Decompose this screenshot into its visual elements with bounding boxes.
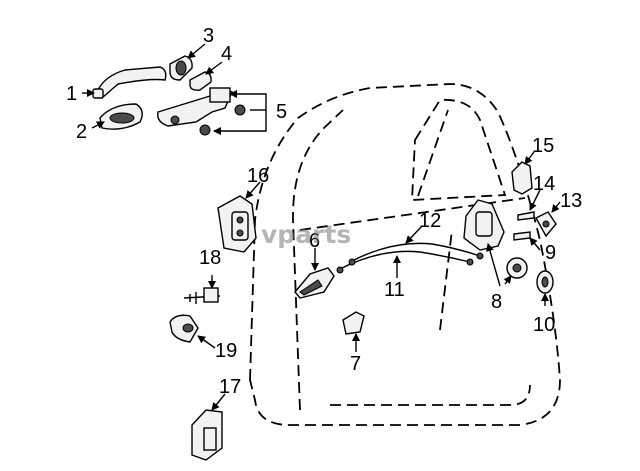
callout-8: 8 <box>491 291 502 313</box>
inside-handle-part <box>294 267 335 299</box>
outside-handle-part <box>92 66 167 99</box>
callout-10: 10 <box>533 314 555 336</box>
watermark-logo: vparts <box>261 220 351 249</box>
callout-13: 13 <box>560 190 582 212</box>
lock-cover-part <box>511 161 533 195</box>
handle-pad-part <box>99 103 143 130</box>
callout-4: 4 <box>221 43 232 65</box>
door-bumper-part <box>169 314 199 343</box>
watermark-text: vparts <box>261 220 351 249</box>
grommet-part <box>506 257 528 279</box>
callout-19: 19 <box>215 340 237 362</box>
callout-18: 18 <box>199 247 221 269</box>
callout-17: 17 <box>219 376 241 398</box>
striker-screw-part <box>513 211 535 241</box>
callout-7: 7 <box>350 353 361 375</box>
callout-1: 1 <box>66 83 77 105</box>
callout-12: 12 <box>419 210 441 232</box>
lock-knob-part <box>342 311 365 335</box>
callout-3: 3 <box>203 25 214 47</box>
callout-6: 6 <box>309 230 320 252</box>
leader-lines <box>82 43 561 411</box>
handle-frame-part <box>157 87 246 136</box>
upper-hinge-part <box>217 195 257 253</box>
lower-hinge-part <box>191 409 223 461</box>
screw-part-upper <box>234 104 246 116</box>
callout-9: 9 <box>545 242 556 264</box>
callout-5: 5 <box>276 101 287 123</box>
callout-14: 14 <box>533 173 555 195</box>
door-check-part <box>183 287 221 304</box>
control-cables-part <box>336 242 484 274</box>
door-outline <box>249 83 561 426</box>
handle-cap-part <box>169 55 193 81</box>
screw-part-lower <box>199 124 211 136</box>
callout-numbers: 1 2 3 4 5 6 7 8 9 10 11 12 13 14 15 16 1… <box>66 25 582 398</box>
callout-11: 11 <box>384 279 405 301</box>
callout-2: 2 <box>76 121 87 143</box>
callout-16: 16 <box>247 165 269 187</box>
plug-part <box>536 270 554 294</box>
frame-pad-part <box>189 71 212 91</box>
callout-15: 15 <box>532 135 554 157</box>
striker-part <box>535 211 557 238</box>
door-lock-assembly-part <box>463 199 505 251</box>
